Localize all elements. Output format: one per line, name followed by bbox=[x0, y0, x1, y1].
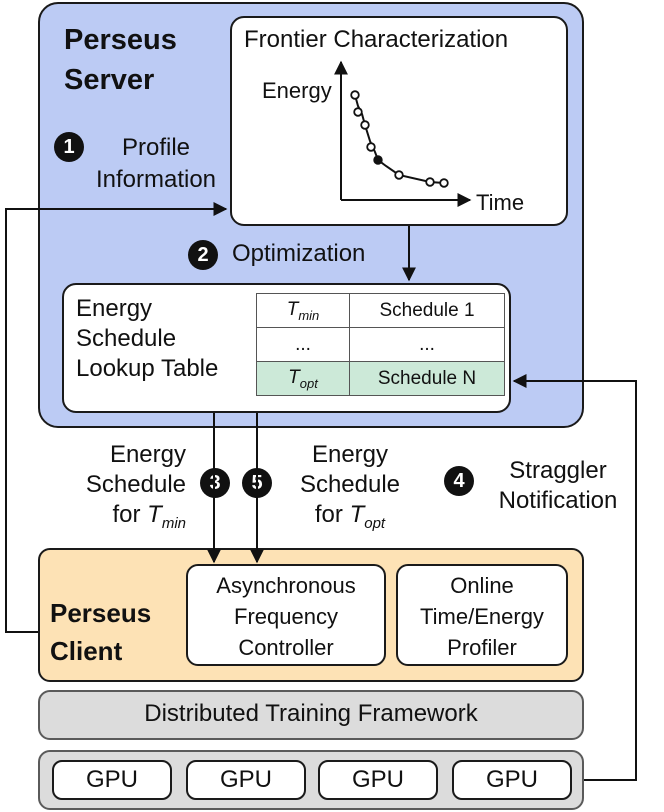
schedule-lookup-table: Tmin Schedule 1 ... ... Topt Schedule N bbox=[256, 293, 505, 396]
step-1-label: Profile Information bbox=[66, 132, 246, 196]
step-4-badge: 4 bbox=[444, 466, 474, 496]
step-3-line1: Energy bbox=[109, 441, 186, 468]
step-3-label: Energy Schedule for Tmin bbox=[86, 440, 186, 539]
step-3-line2: Schedule bbox=[85, 471, 186, 498]
client-title: Perseus Client bbox=[50, 594, 151, 670]
frontier-characterization-box bbox=[230, 16, 568, 226]
step-3-line3: for Tmin bbox=[112, 501, 186, 532]
step-5-label: Energy Schedule for Topt bbox=[284, 440, 416, 539]
server-title-line2: Server bbox=[64, 64, 155, 96]
online-line2: Time/Energy bbox=[420, 604, 544, 629]
step-5-line3: for Topt bbox=[314, 501, 386, 532]
online-line3: Profiler bbox=[447, 635, 517, 660]
frontier-point bbox=[360, 120, 370, 130]
schedule-cell: ... bbox=[349, 327, 505, 362]
step-5-line2: Schedule bbox=[299, 471, 401, 498]
frontier-title: Frontier Characterization bbox=[244, 26, 509, 53]
step-4-label: Straggler Notification bbox=[480, 456, 636, 516]
frontier-y-label: Energy bbox=[262, 78, 332, 103]
frontier-axes bbox=[334, 60, 472, 207]
gpu-box: GPU bbox=[186, 760, 306, 800]
t-cell: Topt bbox=[256, 361, 350, 396]
step-1-line1: Profile bbox=[121, 134, 191, 161]
frontier-point bbox=[439, 178, 449, 188]
client-title-line2: Client bbox=[50, 636, 123, 666]
frontier-points bbox=[350, 90, 449, 188]
straggler-notification-arrow bbox=[512, 374, 637, 781]
t-cell: ... bbox=[256, 327, 350, 362]
server-title-line1: Perseus bbox=[64, 24, 177, 56]
schedule-cell: Schedule 1 bbox=[349, 293, 505, 328]
server-title: Perseus Server bbox=[64, 20, 177, 100]
step-4-line1: Straggler bbox=[509, 457, 607, 484]
profile-information-arrow bbox=[5, 202, 228, 633]
step-2-badge: 2 bbox=[188, 240, 218, 270]
frontier-x-label: Time bbox=[476, 190, 525, 215]
gpu-box: GPU bbox=[452, 760, 572, 800]
frontier-point bbox=[425, 177, 435, 187]
online-profiler-box bbox=[396, 564, 568, 666]
step-2-label: Optimization bbox=[232, 240, 366, 267]
frontier-point bbox=[353, 107, 363, 117]
table-row-highlighted: Topt Schedule N bbox=[256, 361, 505, 396]
step-1-badge: 1 bbox=[54, 132, 84, 162]
frontier-point-selected bbox=[373, 155, 383, 165]
lookup-title-line1: Energy bbox=[76, 295, 153, 322]
async-frequency-controller-box bbox=[186, 564, 386, 666]
online-profiler-label: Online Time/Energy Profiler bbox=[396, 570, 568, 663]
frontier-point bbox=[366, 142, 376, 152]
gpu-box: GPU bbox=[318, 760, 438, 800]
table-row: Tmin Schedule 1 bbox=[256, 293, 505, 328]
frontier-point bbox=[394, 170, 404, 180]
online-line1: Online bbox=[450, 573, 514, 598]
async-frequency-controller-label: Asynchronous Frequency Controller bbox=[186, 570, 386, 663]
training-framework-bar bbox=[38, 690, 584, 740]
lookup-title-line2: Schedule bbox=[76, 325, 177, 352]
step-4-line2: Notification bbox=[498, 487, 618, 514]
frontier-point bbox=[350, 90, 360, 100]
schedule-cell: Schedule N bbox=[349, 361, 505, 396]
async-line3: Controller bbox=[238, 635, 334, 660]
async-line2: Frequency bbox=[234, 604, 338, 629]
client-title-line1: Perseus bbox=[50, 598, 152, 628]
lookup-title-line3: Lookup Table bbox=[76, 355, 219, 382]
frontier-curve bbox=[354, 94, 445, 184]
step-5-line1: Energy bbox=[311, 441, 389, 468]
gpu-box: GPU bbox=[52, 760, 172, 800]
async-line1: Asynchronous bbox=[216, 573, 356, 598]
t-cell: Tmin bbox=[256, 293, 350, 328]
training-framework-label: Distributed Training Framework bbox=[144, 700, 478, 727]
table-row: ... ... bbox=[256, 327, 505, 362]
step-1-line2: Information bbox=[95, 166, 217, 193]
lookup-title: Energy Schedule Lookup Table bbox=[76, 294, 218, 384]
